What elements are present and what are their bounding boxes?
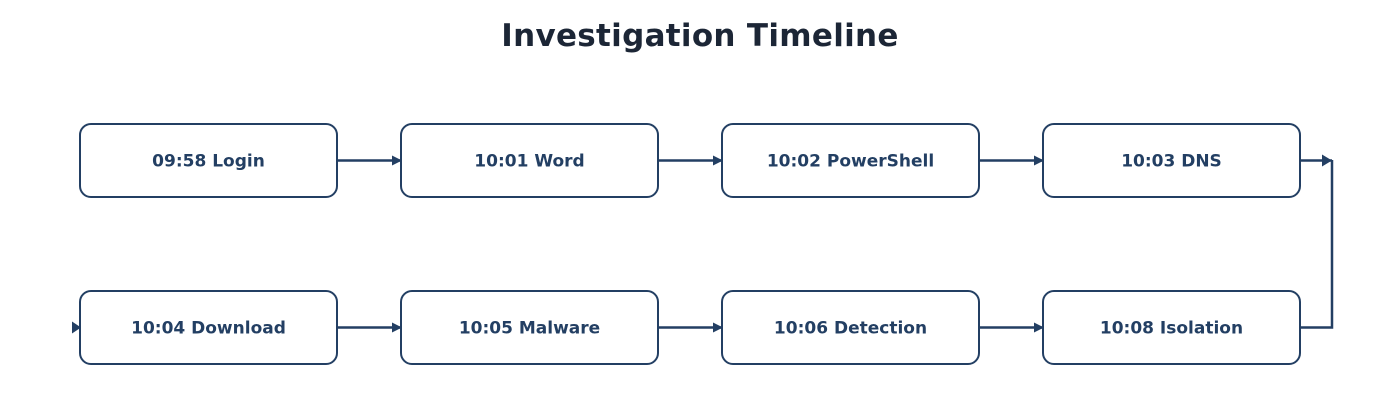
node-label: 10:08 Isolation [1100,319,1243,339]
node-label: 10:06 Detection [774,319,927,339]
node-box [400,123,659,198]
wrap-arrowhead-entry [72,321,81,334]
node-box [79,123,338,198]
node-box [400,290,659,365]
timeline-node: 10:05 Malware [400,290,659,365]
node-box [1042,290,1301,365]
node-box [721,123,980,198]
wrap-arrowhead-top [1322,154,1332,167]
node-box [79,290,338,365]
timeline-node: 10:08 Isolation [1042,290,1301,365]
timeline-node: 10:04 Download [79,290,338,365]
wrap-connector [1300,159,1334,329]
diagram-title: Investigation Timeline [501,18,899,54]
timeline-node: 10:02 PowerShell [721,123,980,198]
node-box [721,290,980,365]
node-label: 10:05 Malware [459,319,600,339]
node-label: 10:03 DNS [1121,152,1222,172]
node-label: 10:04 Download [131,319,286,339]
node-label: 10:02 PowerShell [767,152,934,172]
timeline-node: 09:58 Login [79,123,338,198]
nodes-layer: 09:58 Login 10:01 Word 10:02 PowerShell 10:… [79,123,1301,365]
timeline-node: 10:06 Detection [721,290,980,365]
node-label: 09:58 Login [152,152,265,172]
timeline-node: 10:03 DNS [1042,123,1301,198]
node-label: 10:01 Word [474,152,584,172]
timeline-node: 10:01 Word [400,123,659,198]
edges-layer [72,154,1334,334]
node-box [1042,123,1301,198]
